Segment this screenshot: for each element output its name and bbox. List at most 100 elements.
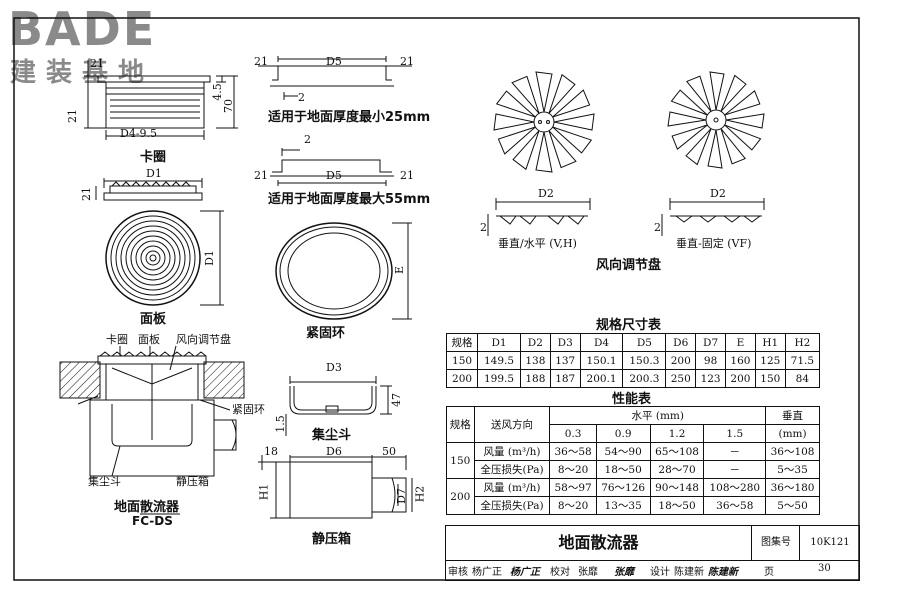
dim-label: 21 bbox=[80, 187, 93, 201]
table-header: 规格 bbox=[446, 406, 475, 443]
table-cell: 8～20 bbox=[549, 496, 597, 515]
table-cell: 200 bbox=[446, 478, 475, 515]
dim-label: D6 bbox=[326, 445, 342, 458]
dim-label: D1 bbox=[146, 167, 162, 180]
table-cell: － bbox=[703, 442, 767, 461]
table-cell: 200 bbox=[725, 369, 756, 388]
table-header: H2 bbox=[784, 333, 821, 352]
table-header: D3 bbox=[549, 333, 581, 352]
assembly-section-drawing bbox=[59, 345, 245, 515]
table-cell: 76～126 bbox=[595, 478, 651, 497]
perf-table-title: 性能表 bbox=[612, 392, 652, 407]
dim-label: D7 bbox=[394, 488, 408, 504]
table-cell: 200 bbox=[665, 351, 697, 370]
table-row: 0.3 0.9 1.2 1.5 (mm) bbox=[447, 424, 820, 443]
table-cell: － bbox=[703, 460, 767, 479]
vane-label-vh: 垂直/水平 (V,H) bbox=[498, 237, 577, 250]
table-cell: 65～108 bbox=[649, 442, 705, 461]
table-header: D4 bbox=[579, 333, 624, 352]
vane-disc-left bbox=[493, 71, 595, 173]
logo-brand: BADE bbox=[8, 2, 157, 56]
designer-signature: 陈建新 bbox=[708, 567, 738, 578]
dim-label: 21 bbox=[400, 55, 414, 68]
table-header: 送风方向 bbox=[473, 406, 551, 443]
caption-dust-hopper: 集尘斗 bbox=[312, 428, 352, 443]
table-header: 规格 bbox=[445, 333, 479, 352]
vane-disc-right bbox=[667, 71, 765, 169]
dim-label: D3 bbox=[326, 361, 342, 374]
table-header: D1 bbox=[477, 333, 521, 352]
table-header: 0.9 bbox=[595, 424, 651, 443]
page-label: 页 bbox=[764, 567, 774, 578]
table-cell: 150 bbox=[445, 351, 479, 370]
table-cell: 123 bbox=[695, 369, 727, 388]
plenum-box-drawing bbox=[258, 455, 413, 519]
dim-label: 21 bbox=[400, 169, 414, 182]
table-header: 水平 (mm) bbox=[549, 406, 767, 425]
table-cell: 188 bbox=[519, 369, 551, 388]
assembly-label: 风向调节盘 bbox=[176, 333, 231, 346]
dim-label: 2 bbox=[480, 221, 487, 234]
dim-label: 2 bbox=[304, 133, 311, 146]
table-header: 垂直 bbox=[765, 406, 820, 425]
table-header: D7 bbox=[695, 333, 727, 352]
table-cell: 200 bbox=[445, 369, 479, 388]
table-cell: 36～58 bbox=[703, 496, 767, 515]
table-cell: 138 bbox=[519, 351, 551, 370]
table-cell: 199.5 bbox=[477, 369, 521, 388]
table-row: 规格 送风方向 水平 (mm) 垂直 bbox=[446, 406, 820, 443]
dust-hopper-drawing bbox=[285, 376, 392, 436]
table-cell: 125 bbox=[754, 351, 786, 370]
checker-name: 张靡 bbox=[578, 567, 598, 578]
table-header: H1 bbox=[754, 333, 786, 352]
table-cell: 风量 (m³/h) bbox=[473, 442, 551, 461]
dim-label: D2 bbox=[710, 187, 726, 200]
note-min-thickness: 适用于地面厚度最小25mm bbox=[268, 110, 431, 125]
dim-label: D4-9.5 bbox=[120, 127, 158, 140]
dim-label: 21 bbox=[254, 169, 268, 182]
caption-assembly: 地面散流器 bbox=[114, 500, 180, 515]
table-cell: 54～90 bbox=[595, 442, 651, 461]
reviewer-name: 杨广正 bbox=[472, 567, 502, 578]
table-cell: 137 bbox=[549, 351, 581, 370]
table-cell: 全压损失(Pa) bbox=[473, 496, 551, 515]
assembly-label: 卡圈 bbox=[106, 333, 128, 346]
caption-vane-disc: 风向调节盘 bbox=[596, 258, 662, 273]
assembly-label: 静压箱 bbox=[176, 475, 209, 488]
fastening-ring-drawing bbox=[275, 222, 412, 320]
table-cell: 5～35 bbox=[765, 460, 820, 479]
table-cell: 5～50 bbox=[765, 496, 820, 515]
dim-label: 2 bbox=[654, 221, 661, 234]
table-cell: 28～70 bbox=[649, 460, 705, 479]
vane-side-views bbox=[487, 198, 765, 236]
design-label: 设计 bbox=[650, 567, 670, 578]
dim-label: D2 bbox=[538, 187, 554, 200]
atlas-number: 10K121 bbox=[799, 526, 860, 561]
signature-row: 审核 杨广正 杨广正 校对 张靡 张靡 设计 陈建新 陈建新 页 30 bbox=[446, 560, 859, 580]
dim-label: 18 bbox=[264, 445, 278, 458]
table-cell: 18～50 bbox=[595, 460, 651, 479]
table-cell: 150.1 bbox=[579, 351, 624, 370]
table-row: 全压损失(Pa) 8～20 13～35 18～50 36～58 5～50 bbox=[447, 496, 820, 515]
table-cell: 108～280 bbox=[703, 478, 767, 497]
table-cell: 风量 (m³/h) bbox=[473, 478, 551, 497]
table-cell: 187 bbox=[549, 369, 581, 388]
page-number: 30 bbox=[818, 563, 831, 574]
assembly-label: 集尘斗 bbox=[88, 475, 121, 488]
table-header: D6 bbox=[665, 333, 697, 352]
table-cell: 200.1 bbox=[579, 369, 624, 388]
dim-label: D1 bbox=[202, 250, 216, 266]
table-header: 1.2 bbox=[649, 424, 705, 443]
panel-drawing bbox=[95, 178, 224, 306]
note-max-thickness: 适用于地面厚度最大55mm bbox=[268, 192, 431, 207]
ring-variant-drawings bbox=[258, 56, 412, 186]
table-header: 1.5 bbox=[703, 424, 767, 443]
table-header: (mm) bbox=[765, 424, 820, 443]
table-cell: 8～20 bbox=[549, 460, 597, 479]
table-cell: 150.3 bbox=[622, 351, 667, 370]
assembly-label: 面板 bbox=[138, 333, 160, 346]
logo-subtitle: 建装基地 bbox=[10, 58, 155, 88]
table-cell: 全压损失(Pa) bbox=[473, 460, 551, 479]
assembly-code: FC-DS bbox=[132, 514, 173, 528]
table-cell: 71.5 bbox=[784, 351, 821, 370]
